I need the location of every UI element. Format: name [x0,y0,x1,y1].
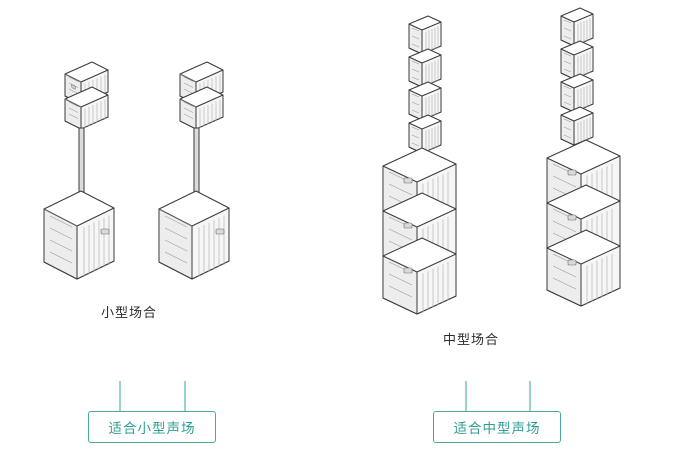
callout-leader-lines-medium [465,381,531,411]
callout-small-venue: 适合小型声场 [88,411,216,443]
label-small-venue: 小型场合 [101,305,158,320]
small-venue-right-array [158,61,230,280]
small-venue-left-array [43,61,115,280]
medium-venue-right-array [546,7,621,307]
medium-venue-left-array [382,15,457,315]
callout-medium-venue: 适合中型声场 [433,411,561,443]
label-medium-venue: 中型场合 [443,332,500,347]
callout-leader-lines-small [119,381,186,411]
